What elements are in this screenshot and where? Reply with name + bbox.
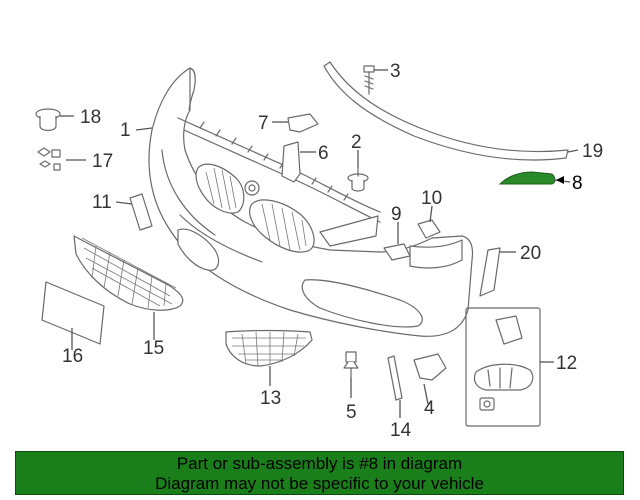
license-plate-part-16: [41, 281, 105, 345]
callout-11: 11: [92, 192, 112, 213]
callout-8: 8: [572, 173, 583, 194]
part-12-group: [465, 307, 541, 427]
callout-13: 13: [260, 388, 281, 409]
callout-19: 19: [582, 141, 603, 162]
callout-10: 10: [421, 188, 442, 209]
strip-part-14: [387, 355, 403, 401]
banner-line-2: Diagram may not be specific to your vehi…: [155, 474, 484, 493]
callout-labels: 1 2 3 4 5 6 7 8 9 10 11 12 13 14 15 16 1…: [62, 61, 603, 441]
highlighted-part-8: [498, 171, 556, 185]
callout-18: 18: [80, 107, 101, 128]
callout-3: 3: [390, 61, 401, 82]
bumper-cover: [148, 67, 474, 337]
callout-17: 17: [92, 151, 113, 172]
push-clip-part-18: [35, 108, 61, 132]
callout-4: 4: [424, 398, 435, 419]
callout-8-arrow: [556, 176, 564, 184]
clip-part-10: [417, 219, 441, 239]
callout-9: 9: [391, 204, 402, 225]
lower-grille-part-15: [73, 235, 184, 311]
callout-2: 2: [351, 132, 362, 153]
callout-6: 6: [318, 143, 329, 164]
clips-part-17: [37, 147, 61, 171]
bracket-part-4: [413, 353, 447, 381]
callout-12: 12: [556, 353, 577, 374]
callout-5: 5: [346, 402, 357, 423]
leader-lines: [60, 69, 579, 418]
parts-diagram: 1 2 3 4 5 6 7 8 9 10 11 12 13 14 15 16 1…: [35, 61, 603, 441]
screw-part-3: [363, 65, 375, 95]
upper-trim-strip: [323, 61, 569, 161]
lower-grille-part-13: [225, 329, 313, 367]
bracket-part-9: [383, 243, 411, 261]
callout-16: 16: [62, 346, 83, 367]
callout-20: 20: [520, 243, 541, 264]
pin-part-5: [343, 351, 359, 379]
callout-1: 1: [120, 120, 131, 141]
panel-part-11: [129, 193, 153, 231]
callout-15: 15: [143, 338, 164, 359]
banner-line-1: Part or sub-assembly is #8 in diagram: [176, 454, 463, 473]
callout-7: 7: [258, 113, 269, 134]
trim-part-20: [479, 247, 501, 297]
bracket-part-6: [281, 141, 301, 183]
info-banner: Part or sub-assembly is #8 in diagram Di…: [15, 451, 624, 495]
bolt-part-2: [347, 167, 369, 192]
callout-14: 14: [390, 420, 412, 441]
bracket-part-7: [287, 113, 319, 133]
